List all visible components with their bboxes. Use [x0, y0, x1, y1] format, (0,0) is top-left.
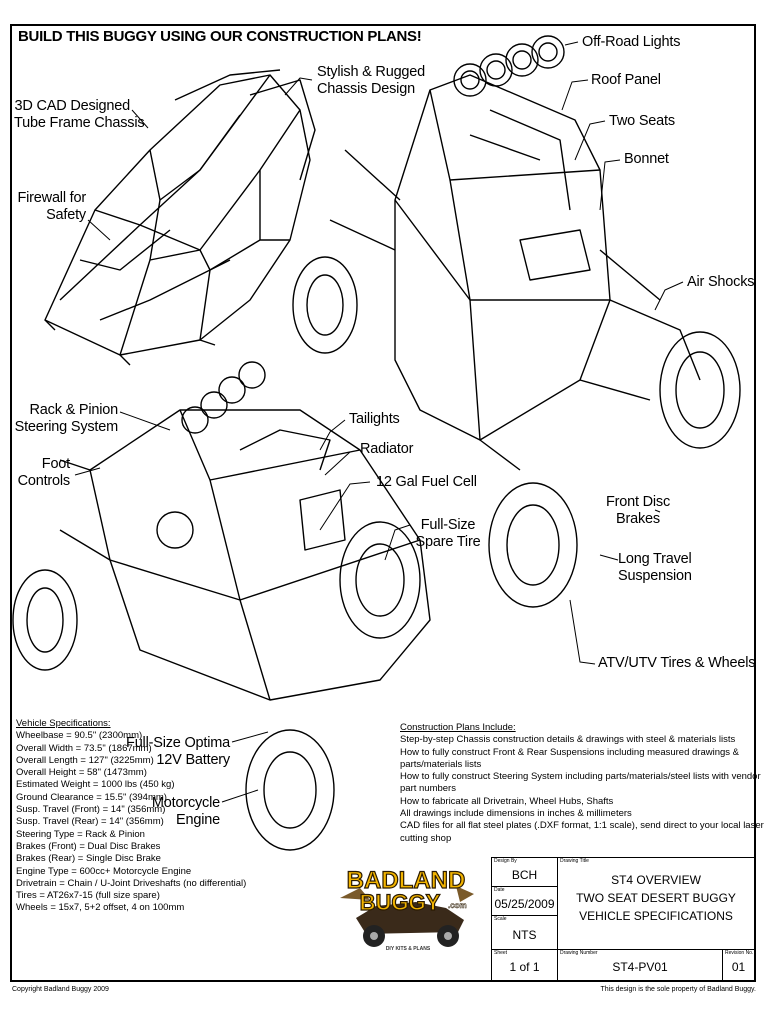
plan-line: How to fully construct Front & Rear Susp… [400, 746, 739, 770]
design-by-cell: Design By BCH [492, 858, 558, 887]
spec-line: Steering Type = Rack & Pinion [16, 828, 145, 840]
spec-line: Ground Clearance = 15.5" (394mm) [16, 791, 167, 803]
drawing-title-cell: Drawing Title ST4 OVERVIEW TWO SEAT DESE… [558, 858, 755, 950]
callout-spare-tire: Full-Size Spare Tire [415, 517, 481, 550]
logo-tagline: DIY KITS & PLANS [386, 946, 431, 952]
date-value: 05/25/2009 [494, 897, 555, 911]
callout-bonnet: Bonnet [624, 151, 669, 167]
logo-suffix: .com [448, 901, 467, 910]
logo-line1: BADLAND [347, 867, 466, 894]
callout-battery: Full-Size Optima 12V Battery [126, 735, 230, 768]
revision-value: 01 [731, 960, 746, 974]
scale-value: NTS [512, 928, 537, 942]
drawing-sheet: BUILD THIS BUGGY USING OUR CONSTRUCTION … [10, 24, 756, 982]
spec-line: Wheels = 15x7, 5+2 offset, 4 on 100mm [16, 902, 185, 914]
buggy-lower [12, 361, 431, 851]
spec-line: Engine Type = 600cc+ Motorcycle Engine [16, 865, 192, 877]
spec-line: Overall Length = 127" (3225mm) [16, 754, 154, 766]
revision-cell: Revision No. 01 [723, 950, 755, 981]
callout-atv-tires: ATV/UTV Tires & Wheels [598, 655, 756, 671]
logo-graphic: BADLAND BUGGY .com DIY KITS & PLANS [340, 866, 474, 952]
construction-plans: Construction Plans Include: Step-by-step… [400, 722, 768, 845]
spec-line: Susp. Travel (Rear) = 14" (356mm) [16, 816, 164, 828]
callout-front-disc-brakes: Front Disc Brakes [605, 494, 671, 527]
spec-line: Brakes (Front) = Dual Disc Brakes [16, 840, 161, 852]
callout-long-travel: Long Travel Suspension [618, 551, 692, 584]
tube-frame-chassis [44, 69, 316, 366]
sheet-value: 1 of 1 [509, 960, 540, 974]
spec-line: Overall Width = 73.5" (1867mm) [16, 742, 152, 754]
callout-radiator: Radiator [360, 441, 414, 457]
callout-foot-controls: Foot Controls [17, 456, 71, 489]
buggy-right [292, 35, 741, 608]
callout-firewall: Firewall for Safety [17, 190, 87, 223]
specs-title: Vehicle Specifications: [16, 718, 111, 729]
spec-line: Overall Height = 58" (1473mm) [16, 767, 147, 779]
drawing-title-line: TWO SEAT DESERT BUGGY [576, 891, 736, 905]
plans-title: Construction Plans Include: [400, 722, 516, 733]
headline: BUILD THIS BUGGY USING OUR CONSTRUCTION … [18, 28, 422, 45]
spec-line: Brakes (Rear) = Single Disc Brake [16, 853, 161, 865]
footer-ownership: This design is the sole property of Badl… [600, 986, 756, 993]
plan-line: All drawings include dimensions in inche… [400, 808, 632, 820]
callout-taillights: Tailights [349, 411, 400, 427]
sheet-cell: Sheet 1 of 1 [492, 950, 558, 981]
callout-fuel-cell: 12 Gal Fuel Cell [376, 474, 477, 490]
plan-line: CAD files for all flat steel plates (.DX… [400, 820, 764, 844]
callout-two-seats: Two Seats [609, 113, 675, 129]
drawing-title-line: ST4 OVERVIEW [611, 873, 701, 887]
vehicle-specifications: Vehicle Specifications: Wheelbase = 90.5… [16, 718, 246, 915]
drawing-title-line: VEHICLE SPECIFICATIONS [579, 909, 733, 923]
badland-buggy-logo: BADLAND BUGGY .com DIY KITS & PLANS [336, 858, 476, 956]
logo-line2: BUGGY [360, 890, 441, 915]
plan-line: How to fully construct Steering System i… [400, 771, 761, 795]
plan-line: How to fabricate all Drivetrain, Wheel H… [400, 795, 614, 807]
footer-copyright: Copyright Badland Buggy 2009 [12, 986, 109, 993]
callout-rack-pinion: Rack & Pinion Steering System [14, 402, 119, 435]
callout-roof-panel: Roof Panel [591, 72, 661, 88]
title-block: Design By BCH Date 05/25/2009 Scale NTS … [491, 857, 755, 981]
callout-offroad-lights: Off-Road Lights [582, 34, 681, 50]
spec-line: Drivetrain = Chain / U-Joint Driveshafts… [16, 877, 247, 889]
callout-engine: Motorcycle Engine [151, 795, 220, 828]
callout-stylish-chassis: Stylish & Rugged Chassis Design [317, 64, 426, 97]
spec-line: Susp. Travel (Front) = 14" (356mm) [16, 804, 166, 816]
plan-line: Step-by-step Chassis construction detail… [400, 734, 736, 746]
callout-cad-chassis: 3D CAD Designed Tube Frame Chassis [14, 98, 145, 131]
drawing-number-value: ST4-PV01 [612, 960, 668, 974]
scale-cell: Scale NTS [492, 916, 558, 950]
design-by-value: BCH [511, 868, 538, 882]
date-cell: Date 05/25/2009 [492, 887, 558, 916]
spec-line: Tires = AT26x7-15 (full size spare) [16, 890, 160, 902]
drawing-number-cell: Drawing Number ST4-PV01 [558, 950, 723, 981]
spec-line: Wheelbase = 90.5" (2300mm) [16, 730, 143, 742]
spec-line: Estimated Weight = 1000 lbs (450 kg) [16, 779, 175, 791]
callout-air-shocks: Air Shocks [687, 274, 755, 290]
